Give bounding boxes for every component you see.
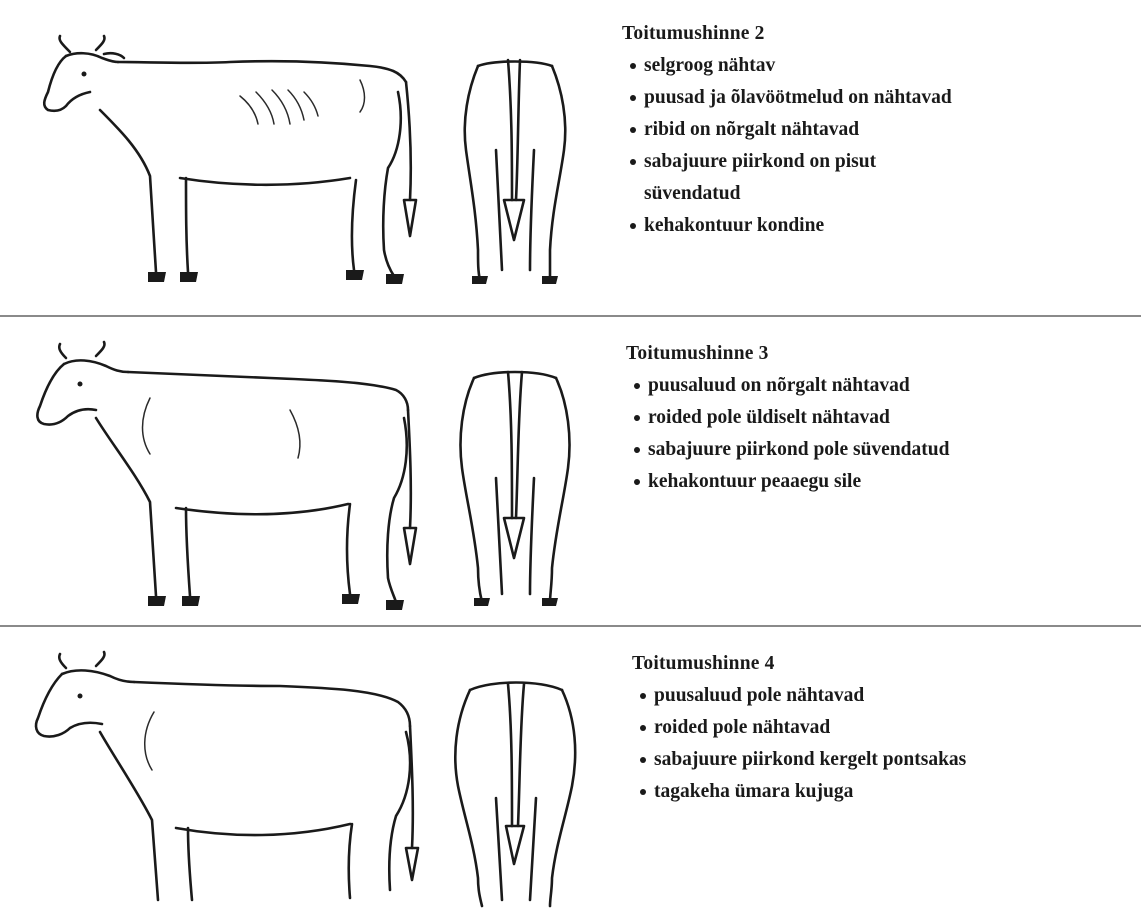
list-item: tagakeha ümara kujuga bbox=[632, 776, 984, 808]
cow-side-view-score-2 bbox=[44, 36, 416, 284]
score-2-bullet-list: selgroog nähtav puusad ja õlavöötmelud o… bbox=[622, 50, 974, 242]
list-item: kehakontuur peaaegu sile bbox=[626, 466, 978, 498]
cow-illustrations-score-2 bbox=[0, 0, 600, 315]
condition-score-3-section: Toitumushinne 3 puusaluud on nõrgalt näh… bbox=[0, 318, 1141, 625]
list-item: roided pole nähtavad bbox=[632, 712, 984, 744]
cow-rear-view-score-4 bbox=[455, 683, 575, 907]
score-2-heading: Toitumushinne 2 bbox=[622, 18, 974, 50]
score-3-description: Toitumushinne 3 puusaluud on nõrgalt näh… bbox=[626, 338, 978, 498]
score-4-description: Toitumushinne 4 puusaluud pole nähtavad … bbox=[632, 648, 984, 808]
cow-illustrations-score-3 bbox=[0, 318, 600, 625]
list-item: sabajuure piirkond on pisut süvendatud bbox=[622, 146, 974, 210]
list-item: puusaluud on nõrgalt nähtavad bbox=[626, 370, 978, 402]
score-4-heading: Toitumushinne 4 bbox=[632, 648, 984, 680]
score-4-bullet-list: puusaluud pole nähtavad roided pole näht… bbox=[632, 680, 984, 808]
list-item: kehakontuur kondine bbox=[622, 210, 974, 242]
list-item: sabajuure piirkond pole süvendatud bbox=[626, 434, 978, 466]
list-item: sabajuure piirkond kergelt pontsakas bbox=[632, 744, 984, 776]
condition-score-4-section: Toitumushinne 4 puusaluud pole nähtavad … bbox=[0, 628, 1141, 908]
score-3-heading: Toitumushinne 3 bbox=[626, 338, 978, 370]
list-item: ribid on nõrgalt nähtavad bbox=[622, 114, 974, 146]
list-item: puusaluud pole nähtavad bbox=[632, 680, 984, 712]
list-item: roided pole üldiselt nähtavad bbox=[626, 402, 978, 434]
section-divider bbox=[0, 625, 1141, 627]
score-2-description: Toitumushinne 2 selgroog nähtav puusad j… bbox=[622, 18, 974, 242]
condition-score-2-section: Toitumushinne 2 selgroog nähtav puusad j… bbox=[0, 0, 1141, 315]
cow-side-view-score-3 bbox=[37, 342, 416, 610]
cow-rear-view-score-3 bbox=[461, 372, 570, 606]
cow-side-view-score-4 bbox=[36, 652, 418, 900]
score-3-bullet-list: puusaluud on nõrgalt nähtavad roided pol… bbox=[626, 370, 978, 498]
section-divider bbox=[0, 315, 1141, 317]
list-item: selgroog nähtav bbox=[622, 50, 974, 82]
cow-rear-view-score-2 bbox=[465, 60, 566, 284]
list-item: puusad ja õlavöötmelud on nähtavad bbox=[622, 82, 974, 114]
cow-illustrations-score-4 bbox=[0, 628, 600, 908]
